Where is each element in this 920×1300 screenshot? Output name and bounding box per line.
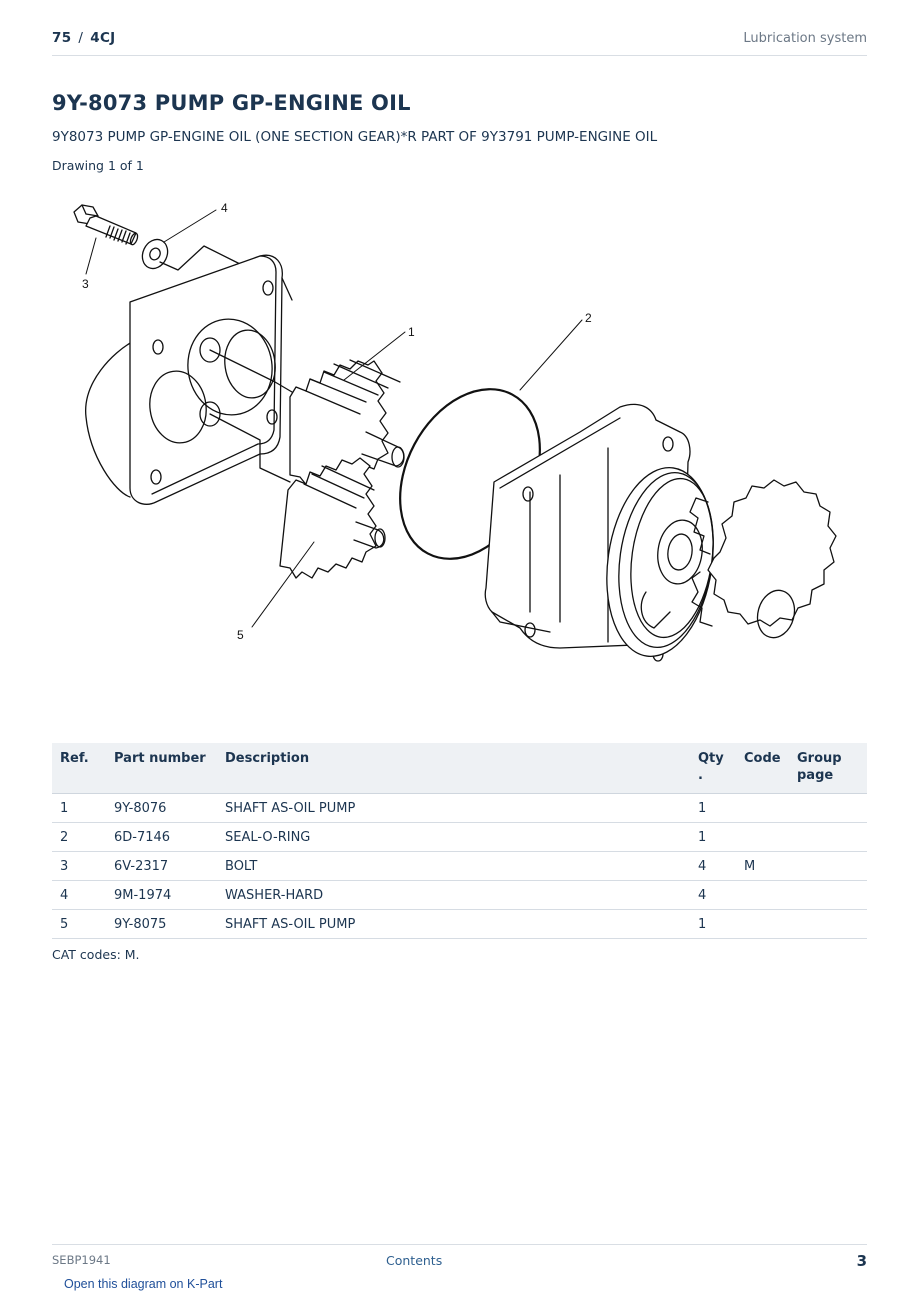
breadcrumb-separator: /: [78, 30, 84, 46]
drive-gear-drawing: [689, 479, 837, 639]
model-code: 4CJ: [90, 30, 116, 46]
parts-table-body: 1 9Y-8076 SHAFT AS-OIL PUMP 1 2 6D-7146 …: [52, 793, 867, 939]
lower-gear-drawing: [279, 457, 386, 579]
cell-part-number: 9M-1974: [106, 880, 217, 910]
callout-numbers: 1 2 3 4 5: [82, 201, 592, 642]
cell-part-number: 9Y-8076: [106, 793, 217, 823]
parts-table-header: Ref. Part number Description Qty. Code G…: [52, 743, 867, 794]
cell-description: SHAFT AS-OIL PUMP: [217, 909, 690, 939]
cell-code: M: [736, 851, 789, 881]
washer-drawing: [141, 238, 241, 271]
page-number: 75: [52, 30, 72, 46]
cell-description: SHAFT AS-OIL PUMP: [217, 793, 690, 823]
header-row: Ref. Part number Description Qty. Code G…: [52, 743, 867, 794]
drawing-count: Drawing 1 of 1: [52, 158, 144, 173]
cell-group-page: [789, 851, 867, 881]
cell-ref: 1: [52, 793, 106, 823]
open-diagram-link[interactable]: Open this diagram on K-Part: [64, 1277, 223, 1291]
parts-table: Ref. Part number Description Qty. Code G…: [52, 743, 867, 939]
col-group-line1: Group: [797, 751, 842, 766]
col-description: Description: [217, 743, 690, 794]
callout-3: 3: [82, 277, 89, 291]
pump-body-drawing: [484, 403, 714, 662]
cat-codes-note: CAT codes: M.: [52, 947, 140, 962]
table-row: 3 6V-2317 BOLT 4 M: [52, 851, 867, 881]
cell-group-page: [789, 822, 867, 852]
cell-qty: 1: [690, 909, 736, 939]
col-part-number: Part number: [106, 743, 217, 794]
cell-part-number: 6D-7146: [106, 822, 217, 852]
cell-description: WASHER-HARD: [217, 880, 690, 910]
cell-part-number: 9Y-8075: [106, 909, 217, 939]
table-row: 4 9M-1974 WASHER-HARD 4: [52, 880, 867, 910]
col-qty-line2: .: [698, 768, 703, 783]
col-qty: Qty.: [690, 743, 736, 794]
cell-code: [736, 822, 789, 852]
cell-group-page: [789, 909, 867, 939]
footer-divider: [52, 1244, 867, 1245]
page-header: 75 / 4CJ Lubrication system: [52, 28, 867, 56]
cell-ref: 4: [52, 880, 106, 910]
contents-link[interactable]: Contents: [386, 1253, 443, 1268]
cell-ref: 5: [52, 909, 106, 939]
cell-ref: 3: [52, 851, 106, 881]
col-qty-line1: Qty: [698, 751, 724, 766]
col-code: Code: [736, 743, 789, 794]
table-row: 5 9Y-8075 SHAFT AS-OIL PUMP 1: [52, 909, 867, 939]
callout-2: 2: [585, 311, 592, 325]
callout-4: 4: [221, 201, 228, 215]
cell-group-page: [789, 880, 867, 910]
cell-ref: 2: [52, 822, 106, 852]
table-row: 2 6D-7146 SEAL-O-RING 1: [52, 822, 867, 852]
table-row: 1 9Y-8076 SHAFT AS-OIL PUMP 1: [52, 793, 867, 823]
callout-1: 1: [408, 325, 415, 339]
cover-plate-drawing: [85, 254, 293, 505]
page-title: 9Y-8073 PUMP GP-ENGINE OIL: [52, 91, 411, 115]
cell-qty: 4: [690, 880, 736, 910]
bolt-drawing: [73, 204, 139, 246]
cell-qty: 4: [690, 851, 736, 881]
cell-code: [736, 880, 789, 910]
footer-page-number: 3: [856, 1252, 867, 1270]
cell-code: [736, 909, 789, 939]
callout-5: 5: [237, 628, 244, 642]
page-subtitle: 9Y8073 PUMP GP-ENGINE OIL (ONE SECTION G…: [52, 129, 658, 145]
cell-description: SEAL-O-RING: [217, 822, 690, 852]
callout-leaders: [85, 209, 583, 628]
cell-qty: 1: [690, 822, 736, 852]
cell-code: [736, 793, 789, 823]
exploded-parts-diagram: 1 2 3 4 5: [60, 192, 860, 712]
cell-part-number: 6V-2317: [106, 851, 217, 881]
cell-qty: 1: [690, 793, 736, 823]
document-id: SEBP1941: [52, 1253, 111, 1267]
section-name: Lubrication system: [743, 31, 867, 46]
col-ref: Ref.: [52, 743, 106, 794]
breadcrumb: 75 / 4CJ: [52, 30, 115, 46]
col-group-line2: page: [797, 768, 834, 783]
cell-group-page: [789, 793, 867, 823]
cell-description: BOLT: [217, 851, 690, 881]
col-group-page: Group page: [789, 743, 867, 794]
